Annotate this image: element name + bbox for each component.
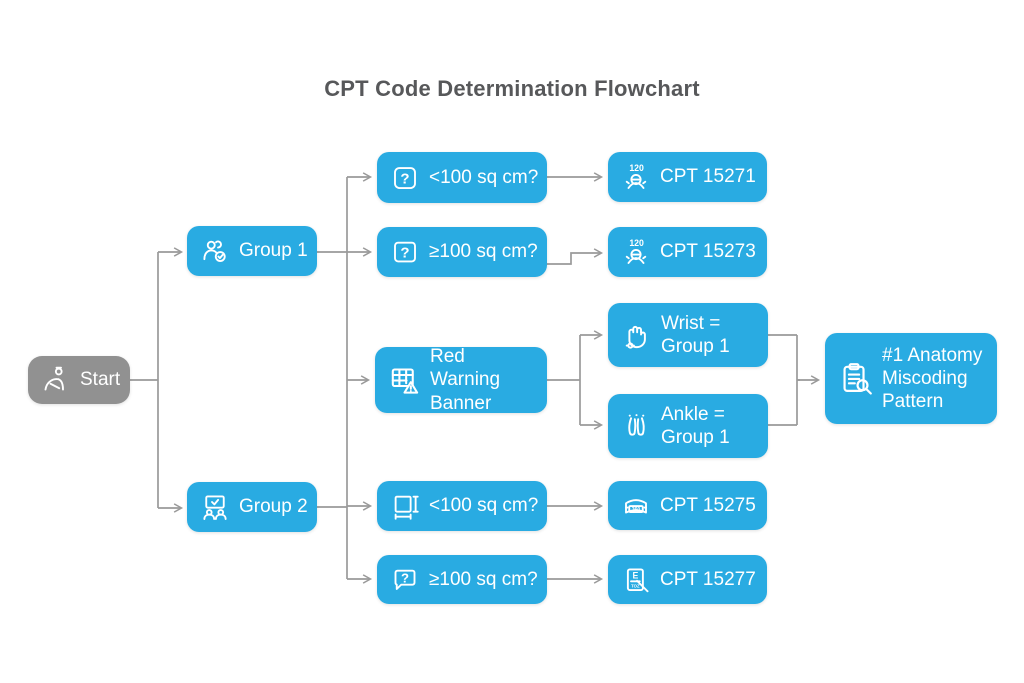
node-label: ≥100 sq cm? xyxy=(429,241,538,263)
node-cpt15273: 120 CPT 15273 xyxy=(608,227,767,277)
flowchart-title: CPT Code Determination Flowchart xyxy=(324,76,700,101)
svg-text:120: 120 xyxy=(629,163,644,173)
question-square-icon: ? xyxy=(390,237,420,267)
timer-120-icon: 120 xyxy=(621,237,651,267)
node-group2: Group 2 xyxy=(187,482,317,532)
question-square-icon: ? xyxy=(390,163,420,193)
users-check-icon xyxy=(200,236,230,266)
node-label: <100 sq cm? xyxy=(429,495,539,517)
node-start: Start xyxy=(28,356,130,404)
svg-text:360: 360 xyxy=(632,506,641,512)
legs-ankle-icon xyxy=(621,411,652,442)
node-g1-lt100: ? <100 sq cm? xyxy=(377,152,547,203)
node-anatomy-miscoding: #1 Anatomy Miscoding Pattern xyxy=(825,333,997,424)
node-label: Ankle = Group 1 xyxy=(661,403,730,448)
node-label: #1 Anatomy Miscoding Pattern xyxy=(882,344,983,413)
node-label: CPT 15271 xyxy=(660,166,756,188)
node-ankle: Ankle = Group 1 xyxy=(608,394,768,458)
edge-start-trunk xyxy=(130,252,159,508)
clipboard-search-icon xyxy=(838,361,873,396)
node-label: CPT 15277 xyxy=(660,568,756,590)
node-g2-lt100: <100 sq cm? xyxy=(377,481,547,531)
team-board-check-icon xyxy=(200,492,230,522)
edge-redwarn-split xyxy=(547,335,581,425)
node-cpt15277: E TOZ CPT 15277 xyxy=(608,555,767,604)
banner-360-icon: 360 xyxy=(621,491,651,521)
node-wrist: Wrist = Group 1 xyxy=(608,303,768,367)
svg-text:E: E xyxy=(632,570,638,580)
timer-120-icon: 120 xyxy=(621,162,651,192)
node-group1: Group 1 xyxy=(187,226,317,276)
svg-text:?: ? xyxy=(401,570,409,585)
edge-g1ge-cpt15273 xyxy=(547,248,604,265)
node-cpt15271: 120 CPT 15271 xyxy=(608,152,767,202)
svg-text:?: ? xyxy=(400,170,409,187)
node-label: Group 2 xyxy=(239,496,308,518)
node-label: Start xyxy=(80,369,121,391)
eye-chart-icon: E TOZ xyxy=(621,565,651,595)
node-label: ≥100 sq cm? xyxy=(429,568,538,590)
edge-merge xyxy=(767,334,800,426)
node-label: Group 1 xyxy=(239,240,308,262)
question-bubble-icon: ? xyxy=(390,565,420,595)
svg-text:120: 120 xyxy=(629,238,644,248)
grid-warning-icon xyxy=(388,364,421,397)
person-bowing-icon xyxy=(41,365,71,395)
node-g1-ge100: ? ≥100 sq cm? xyxy=(377,227,547,277)
measure-square-icon xyxy=(390,491,420,521)
svg-text:TOZ: TOZ xyxy=(631,583,640,588)
node-label: CPT 15273 xyxy=(660,241,756,263)
node-label: <100 sq cm? xyxy=(429,166,539,188)
node-g2-ge100: ? ≥100 sq cm? xyxy=(377,555,547,604)
node-cpt15275: 360 CPT 15275 xyxy=(608,481,767,530)
hand-wrist-icon xyxy=(621,320,652,351)
node-label: CPT 15275 xyxy=(660,494,756,516)
node-red-warning: Red Warning Banner xyxy=(375,346,547,414)
node-label: Red Warning Banner xyxy=(430,346,501,414)
svg-text:?: ? xyxy=(400,245,409,262)
node-label: Wrist = Group 1 xyxy=(661,312,730,357)
